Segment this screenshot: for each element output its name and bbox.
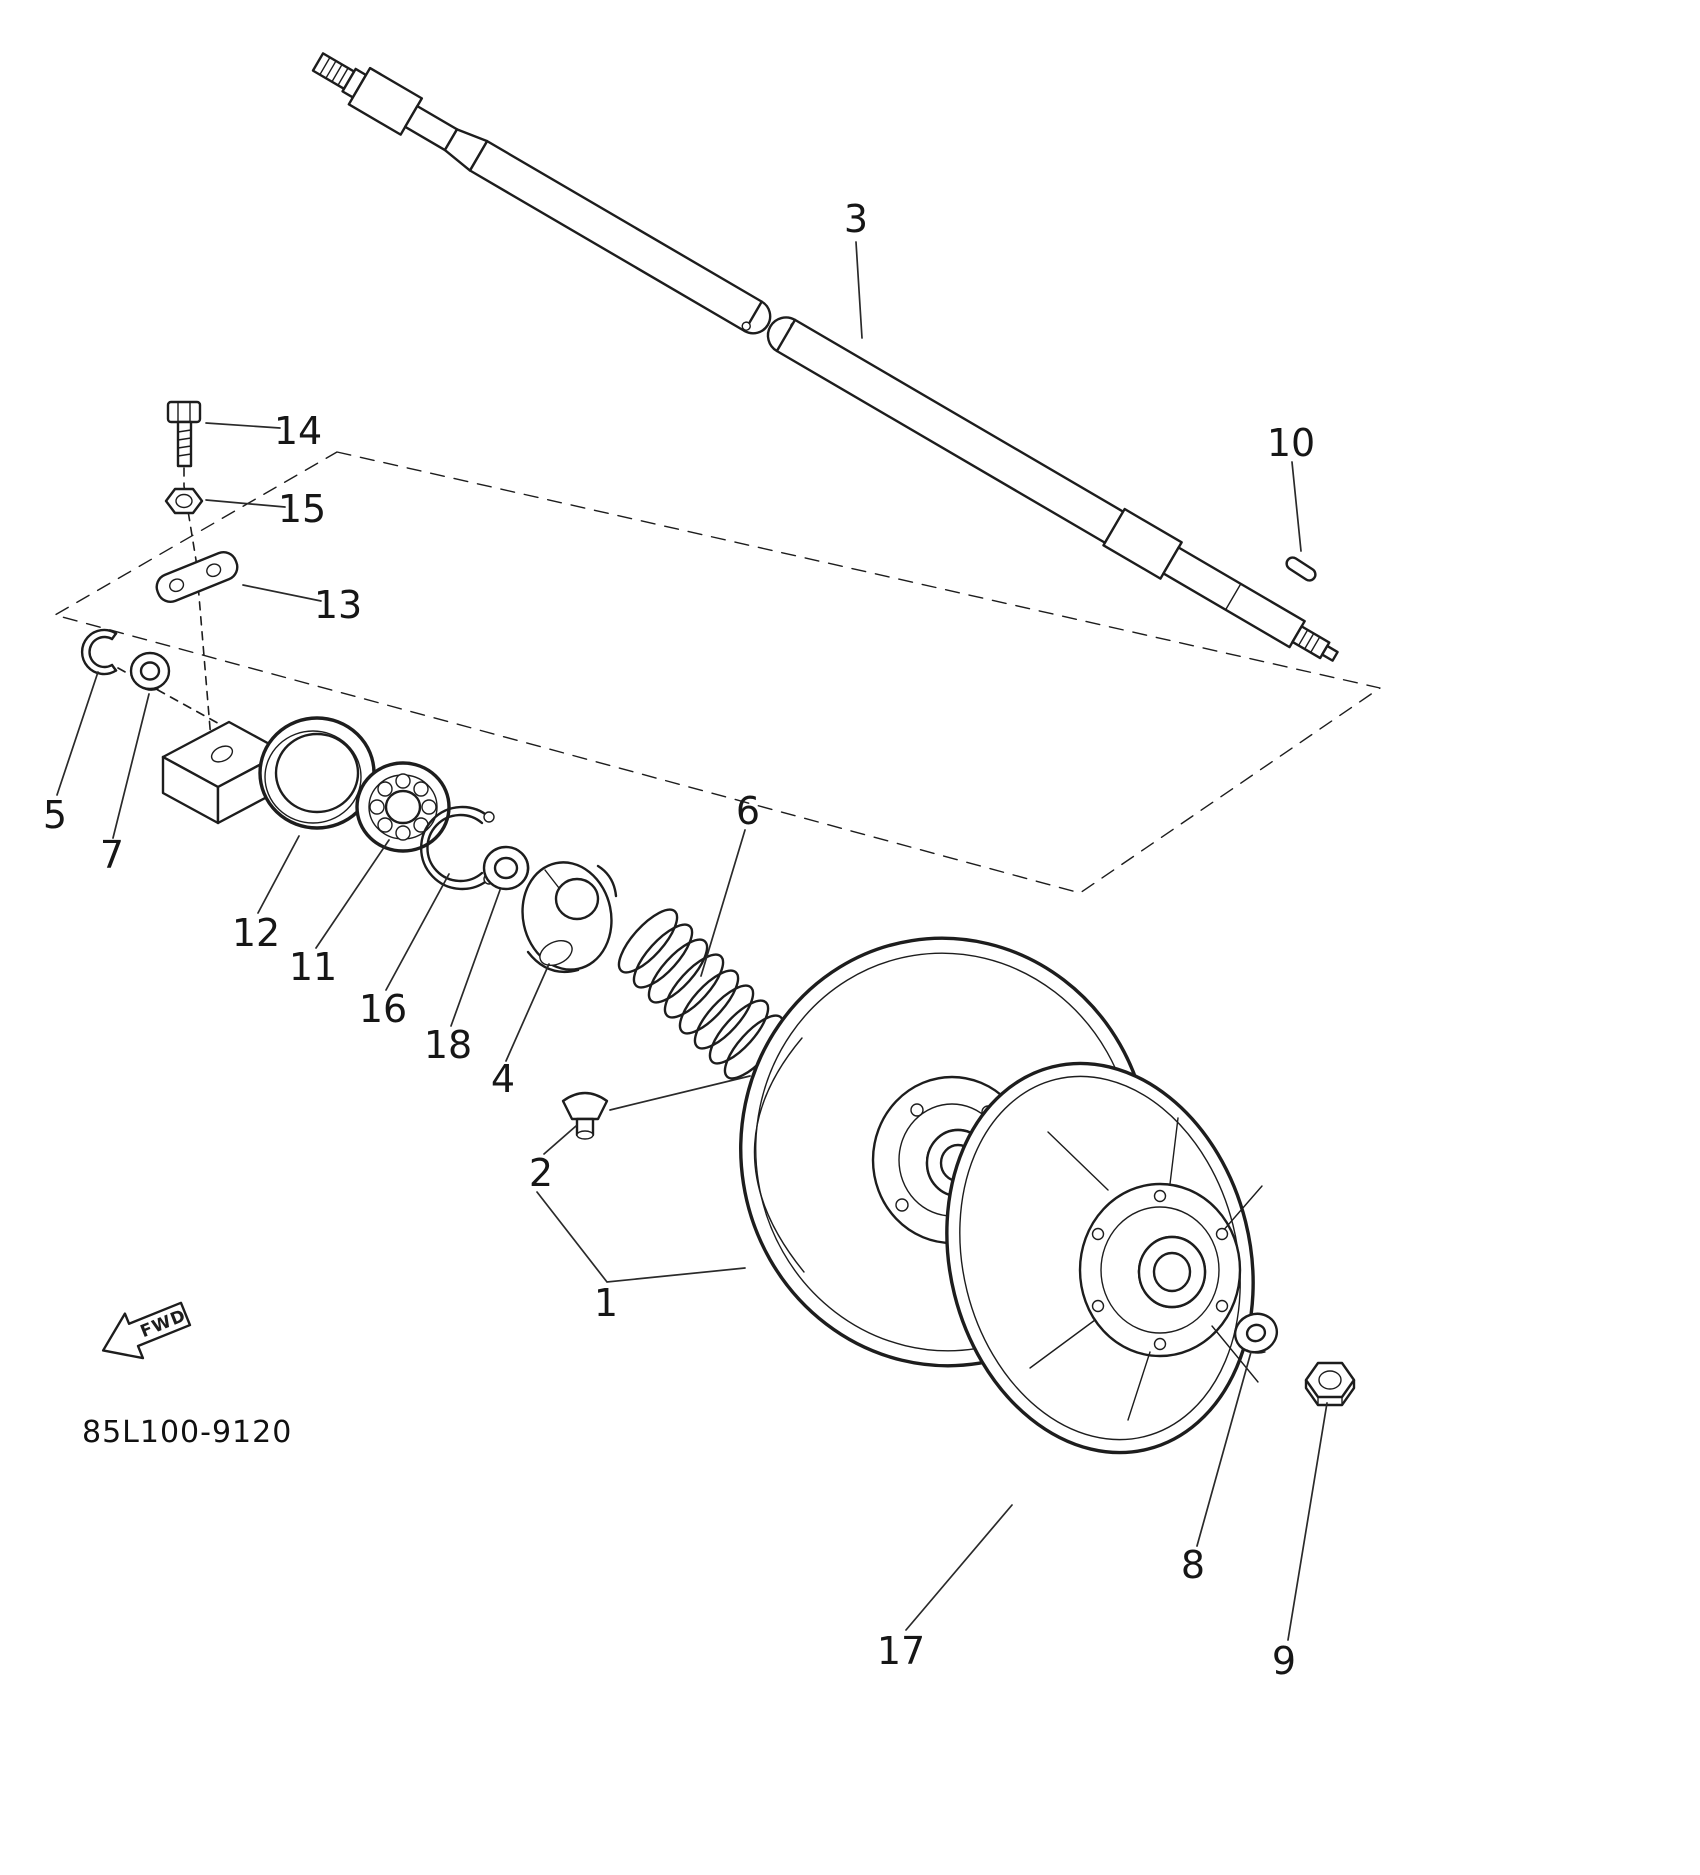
callout-5: 5 xyxy=(43,793,67,837)
part-flange-nut xyxy=(164,487,204,515)
callout-14: 14 xyxy=(274,409,322,453)
callout-4: 4 xyxy=(491,1057,515,1101)
part-spring-seat xyxy=(521,861,618,974)
callout-leader-lines xyxy=(56,241,1328,1641)
callout-13: 13 xyxy=(314,583,362,627)
part-stopper-plate xyxy=(155,551,239,603)
fwd-arrow: FWD xyxy=(101,1301,192,1360)
callout-2: 2 xyxy=(529,1151,553,1195)
callout-1: 1 xyxy=(594,1281,618,1325)
callout-7: 7 xyxy=(100,833,124,877)
part-collar xyxy=(482,845,530,891)
part-snap-ring xyxy=(419,805,495,891)
part-roller-pin xyxy=(561,1075,751,1140)
part-key xyxy=(1285,556,1317,582)
reference-plane-outline xyxy=(54,451,1381,894)
callout-3: 3 xyxy=(844,197,868,241)
callout-15: 15 xyxy=(278,487,326,531)
callout-9: 9 xyxy=(1272,1639,1296,1683)
part-hex-nut xyxy=(1304,1361,1356,1407)
callout-16: 16 xyxy=(359,987,407,1031)
part-bolt xyxy=(166,400,202,468)
callout-6: 6 xyxy=(736,789,760,833)
callout-8: 8 xyxy=(1181,1543,1205,1587)
callout-12: 12 xyxy=(232,911,280,955)
part-compression-spring xyxy=(617,908,785,1080)
callout-numbers: 1 2 3 4 5 6 7 8 9 10 11 12 13 14 15 16 1… xyxy=(43,197,1315,1683)
callout-11: 11 xyxy=(289,945,337,989)
part-secondary-shaft xyxy=(311,52,1339,662)
part-movable-sheave xyxy=(945,1061,1263,1455)
callout-18: 18 xyxy=(424,1023,472,1067)
part-bearing-housing xyxy=(161,716,376,830)
part-circlip xyxy=(80,628,118,676)
part-ball-bearing xyxy=(355,761,451,853)
callout-10: 10 xyxy=(1267,421,1315,465)
part-washer-front xyxy=(129,651,171,691)
callout-17: 17 xyxy=(877,1629,925,1673)
drawing-part-code: 85L100-9120 xyxy=(82,1415,292,1450)
part-washer-rear xyxy=(1233,1312,1279,1354)
